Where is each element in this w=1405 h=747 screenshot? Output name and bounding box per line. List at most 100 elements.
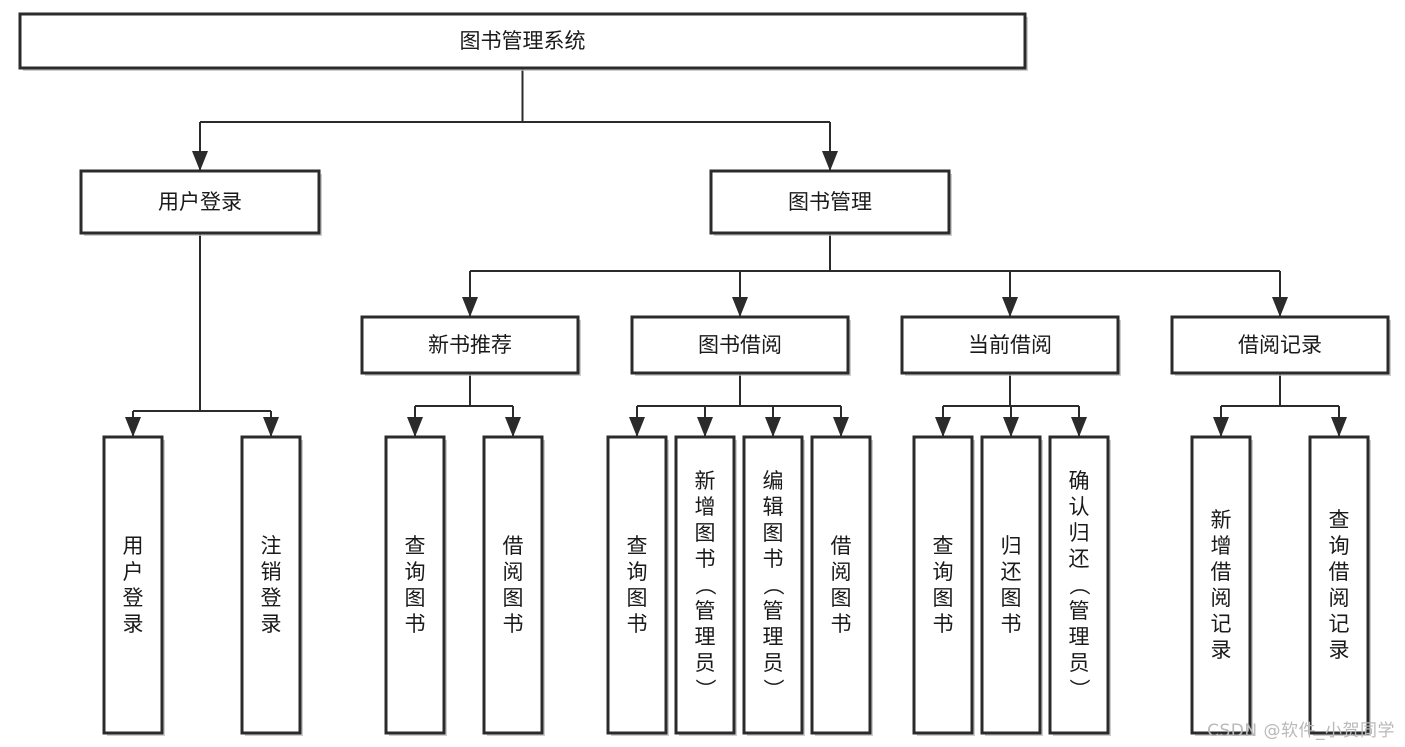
node-border	[1170, 315, 1390, 375]
node-label-char: 记	[1329, 612, 1350, 636]
node-label-char: 借	[831, 534, 852, 558]
node-new_book_rec[interactable]: 新书推荐	[360, 315, 581, 376]
node-label-char: 销	[261, 560, 282, 584]
node-label-char: （	[693, 575, 717, 596]
node-label-char: 图	[627, 586, 648, 610]
connectors-layer	[125, 68, 1347, 437]
node-user_login[interactable]: 用户登录	[79, 169, 322, 236]
node-label-char: 认	[1069, 495, 1090, 519]
node-border	[1190, 435, 1252, 735]
node-label-char: 新	[695, 469, 716, 493]
node-border	[1048, 435, 1110, 735]
node-border	[810, 435, 872, 735]
node-label-char: 借	[1329, 560, 1350, 584]
node-border	[606, 435, 668, 735]
node-label-char: 书	[933, 612, 954, 636]
node-label-char: 查	[1329, 508, 1350, 532]
node-border	[482, 435, 544, 735]
node-label-char: 书	[695, 547, 716, 571]
node-border	[240, 435, 302, 735]
node-label-char: 阅	[1211, 586, 1232, 610]
node-label-char: 确	[1069, 469, 1090, 493]
node-label-char: 录	[1211, 638, 1232, 662]
node-label-char: 书	[503, 612, 524, 636]
node-label-char: 图	[763, 521, 784, 545]
node-label-char: 新	[1211, 508, 1232, 532]
node-border	[360, 315, 580, 375]
node-label-char: 归	[1069, 521, 1090, 545]
node-label-char: 用	[123, 534, 144, 558]
node-leaf_user_login[interactable]: 用户登录	[102, 435, 165, 736]
node-border	[742, 435, 804, 735]
node-label-char: （	[1067, 575, 1091, 596]
node-border	[674, 435, 736, 735]
node-label-char: （	[761, 575, 785, 596]
node-border	[980, 435, 1042, 735]
node-borrow_record[interactable]: 借阅记录	[1170, 315, 1391, 376]
node-label-char: 书	[1001, 612, 1022, 636]
node-label-char: 还	[1069, 547, 1090, 571]
node-label-char: 询	[1329, 534, 1350, 558]
node-label-char: 书	[831, 612, 852, 636]
node-label: 当前借阅	[968, 333, 1052, 357]
node-label-char: 员	[763, 651, 784, 675]
node-label-char: 书	[763, 547, 784, 571]
node-label-char: 图	[695, 521, 716, 545]
node-label-char: 登	[261, 586, 282, 610]
node-book_manage[interactable]: 图书管理	[709, 169, 952, 236]
node-label-char: 编	[763, 469, 784, 493]
node-border	[900, 315, 1120, 375]
node-label-char: 记	[1211, 612, 1232, 636]
node-book_borrow[interactable]: 图书借阅	[630, 315, 851, 376]
node-border	[384, 435, 446, 735]
node-label-char: 询	[933, 560, 954, 584]
node-label-char: 图	[1001, 586, 1022, 610]
node-label-char: 图	[405, 586, 426, 610]
node-label-char: ）	[1067, 679, 1091, 700]
node-label-char: 管	[763, 599, 784, 623]
node-label-char: 阅	[1329, 586, 1350, 610]
node-border	[18, 12, 1027, 70]
node-label-char: 查	[933, 534, 954, 558]
node-root[interactable]: 图书管理系统	[18, 12, 1028, 71]
node-label-char: 户	[123, 560, 144, 584]
node-label-char: 录	[123, 612, 144, 636]
node-label-char: 理	[1069, 625, 1090, 649]
node-label-char: 登	[123, 586, 144, 610]
node-label-char: 阅	[831, 560, 852, 584]
node-label-char: 员	[695, 651, 716, 675]
node-label-char: ）	[693, 679, 717, 700]
node-label-char: 录	[1329, 638, 1350, 662]
node-label: 图书管理	[788, 190, 872, 214]
node-label-char: ）	[761, 679, 785, 700]
node-label-char: 注	[261, 534, 282, 558]
node-label-char: 阅	[503, 560, 524, 584]
node-label: 新书推荐	[428, 333, 512, 357]
node-border	[79, 169, 321, 235]
node-label-char: 还	[1001, 560, 1022, 584]
node-label-char: 图	[503, 586, 524, 610]
node-border	[630, 315, 850, 375]
node-label-char: 书	[405, 612, 426, 636]
node-label: 图书管理系统	[460, 29, 586, 53]
node-label: 图书借阅	[698, 333, 782, 357]
node-current_borrow[interactable]: 当前借阅	[900, 315, 1121, 376]
node-label-char: 辑	[763, 495, 784, 519]
node-label-char: 理	[763, 625, 784, 649]
node-label-char: 理	[695, 625, 716, 649]
node-label-char: 增	[1211, 534, 1232, 558]
node-border	[912, 435, 974, 735]
